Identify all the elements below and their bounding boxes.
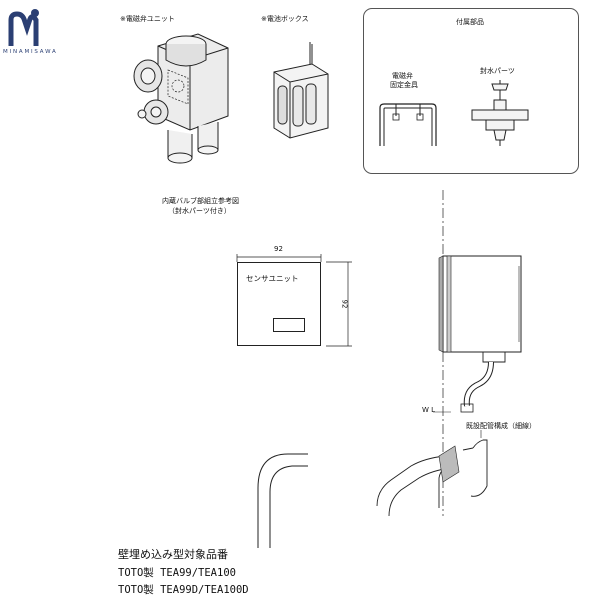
accessories-title: 付属部品 xyxy=(456,18,484,26)
existing-piping-label: 既設配管構成（細線） xyxy=(466,422,536,430)
accessory-parts-frame xyxy=(363,8,579,174)
sensor-unit-label: センサユニット xyxy=(246,274,299,283)
seal-parts-label: 封水パーツ xyxy=(480,67,515,75)
sensor-window xyxy=(273,318,305,332)
solenoid-bracket-drawing xyxy=(379,103,437,146)
seal-parts-drawing xyxy=(471,80,529,146)
solenoid-bracket-label-1: 電磁弁 xyxy=(392,72,413,80)
minamisawa-logo-icon xyxy=(8,9,39,46)
logo-text: MINAMISAWA xyxy=(3,49,58,55)
target-model-line-1: TOTO製 TEA99/TEA100 xyxy=(118,567,236,579)
pipe-bend-drawing xyxy=(257,453,308,548)
sensor-width-value: 92 xyxy=(274,245,283,253)
valve-assembly-ref-label: 内蔵バルブ部組立参考図 xyxy=(162,197,239,205)
target-models-heading: 壁埋め込み型対象品番 xyxy=(118,548,228,561)
installation-side-section xyxy=(376,190,522,517)
battery-box-label: ※電池ボックス xyxy=(261,15,309,23)
solenoid-bracket-label-2: 固定金具 xyxy=(390,81,418,89)
target-model-line-2: TOTO製 TEA99D/TEA100D xyxy=(118,584,249,596)
valve-assembly-ref-sublabel: （封水パーツ付き） xyxy=(168,207,231,215)
sensor-unit-front: センサユニット xyxy=(237,262,321,346)
sensor-width-dimension xyxy=(236,254,322,262)
solenoid-unit-label: ※電磁弁ユニット xyxy=(120,15,175,23)
battery-box-illustration xyxy=(273,42,329,139)
sensor-height-dimension xyxy=(326,261,352,347)
solenoid-valve-unit-illustration xyxy=(133,33,229,164)
water-level-label: W L xyxy=(422,406,436,414)
